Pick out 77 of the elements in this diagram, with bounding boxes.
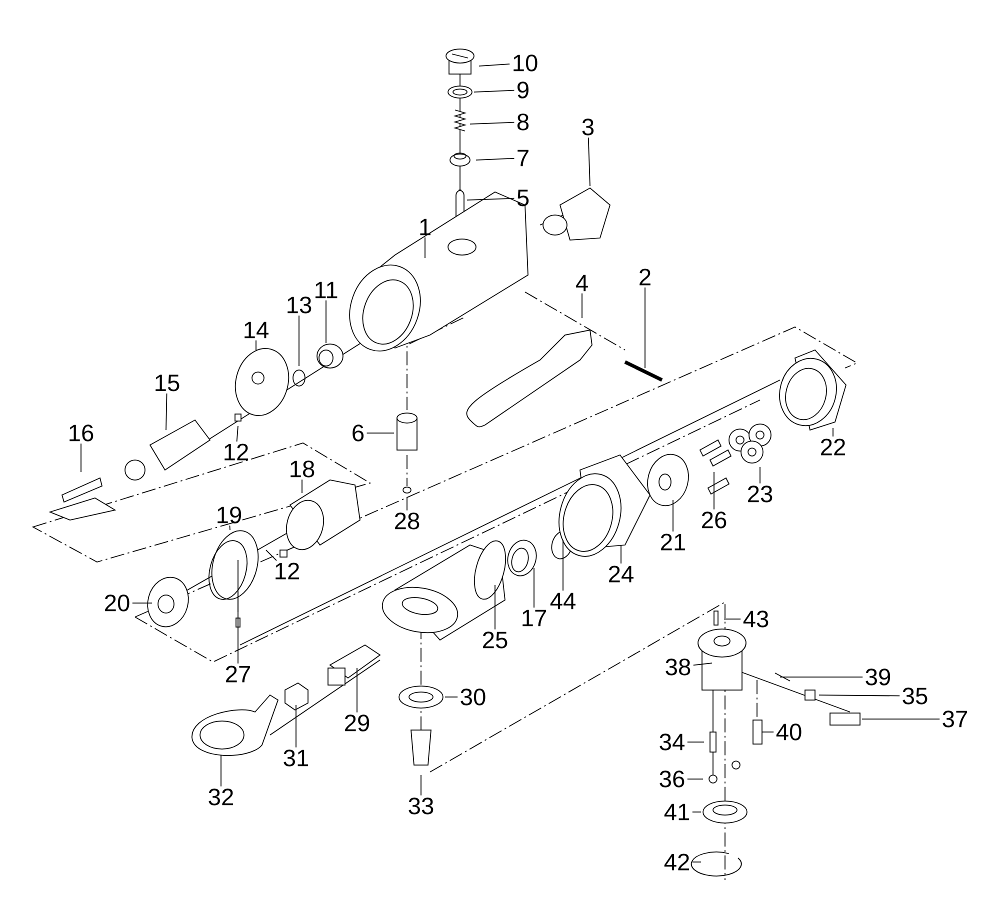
leader-line: [562, 540, 564, 592]
callout-number: 31: [284, 750, 308, 766]
leader-line: [644, 287, 646, 368]
leader-line: [686, 778, 704, 780]
leader-line: [424, 236, 426, 258]
leader-line: [356, 668, 358, 713]
leader-line: [229, 525, 230, 530]
leader-line: [476, 158, 515, 160]
leader-line: [406, 496, 408, 511]
callout-number: 5: [517, 190, 529, 206]
callout-number: 23: [748, 486, 772, 502]
leader-line: [494, 584, 496, 630]
leader-line: [444, 696, 458, 698]
callout-number: 27: [226, 666, 250, 682]
callout-number: 7: [518, 150, 528, 166]
callout-number: 9: [518, 82, 528, 98]
callout-number: 10: [514, 54, 538, 72]
callout-number: 32: [208, 788, 234, 806]
leader-line: [220, 754, 222, 787]
callout-number: 2: [640, 268, 650, 286]
leader-line: [862, 718, 940, 720]
callout-number: 40: [776, 724, 802, 740]
callout-number: 17: [522, 610, 546, 626]
leader-line: [832, 428, 834, 437]
callout-number: 3: [582, 118, 594, 136]
callout-number: 21: [661, 534, 686, 550]
leader-line: [780, 676, 864, 678]
callout-number: 13: [288, 296, 312, 314]
leader-line: [266, 550, 277, 561]
callout-number: 15: [156, 374, 180, 392]
callout-number: 26: [702, 512, 726, 528]
callout-number: 33: [408, 798, 434, 814]
callout-number: 35: [902, 688, 928, 704]
callout-number: 29: [345, 714, 370, 732]
callout-number: 12: [224, 444, 248, 460]
callout-number: 11: [316, 282, 338, 298]
leader-line: [724, 618, 742, 620]
leader-line: [80, 443, 82, 472]
callout-number: 36: [660, 770, 684, 788]
callout-number: 14: [244, 322, 268, 338]
leader-line: [236, 426, 238, 442]
callout-number: 42: [664, 854, 690, 870]
callout-number: 37: [942, 710, 968, 728]
callout-number: 22: [821, 438, 846, 456]
leader-line: [132, 602, 152, 604]
leader-line: [466, 198, 515, 200]
callout-number: 41: [664, 804, 690, 820]
leader-line: [166, 393, 168, 430]
callout-number: 28: [395, 512, 420, 530]
callout-number: 12: [276, 562, 300, 580]
leader-line: [420, 774, 422, 796]
callout-number: 1: [420, 218, 430, 236]
callout-number: 34: [660, 734, 685, 750]
leader-line: [298, 315, 300, 366]
leader-line: [620, 544, 622, 564]
leader-line: [692, 662, 712, 666]
leader-line: [818, 694, 900, 696]
callout-number: 4: [576, 274, 588, 292]
callout-number: 24: [609, 566, 634, 582]
callout-number: 18: [290, 460, 314, 478]
callout-number: 30: [460, 688, 486, 706]
leader-line: [474, 90, 515, 92]
callout-number: 44: [550, 592, 576, 610]
callout-number: 20: [105, 594, 130, 612]
leader-line: [470, 122, 515, 124]
callout-number: 38: [666, 658, 690, 676]
callout-number: 39: [866, 668, 890, 686]
callout-number: 19: [218, 506, 242, 524]
leader-line: [672, 500, 674, 532]
callout-number: 6: [352, 424, 364, 442]
leader-line: [366, 432, 394, 434]
leader-line: [478, 64, 510, 66]
callout-number: 8: [517, 114, 529, 130]
callout-number: 16: [70, 424, 94, 442]
leader-line: [588, 137, 590, 186]
callout-number: 43: [743, 610, 768, 628]
callout-number: 25: [483, 632, 508, 648]
